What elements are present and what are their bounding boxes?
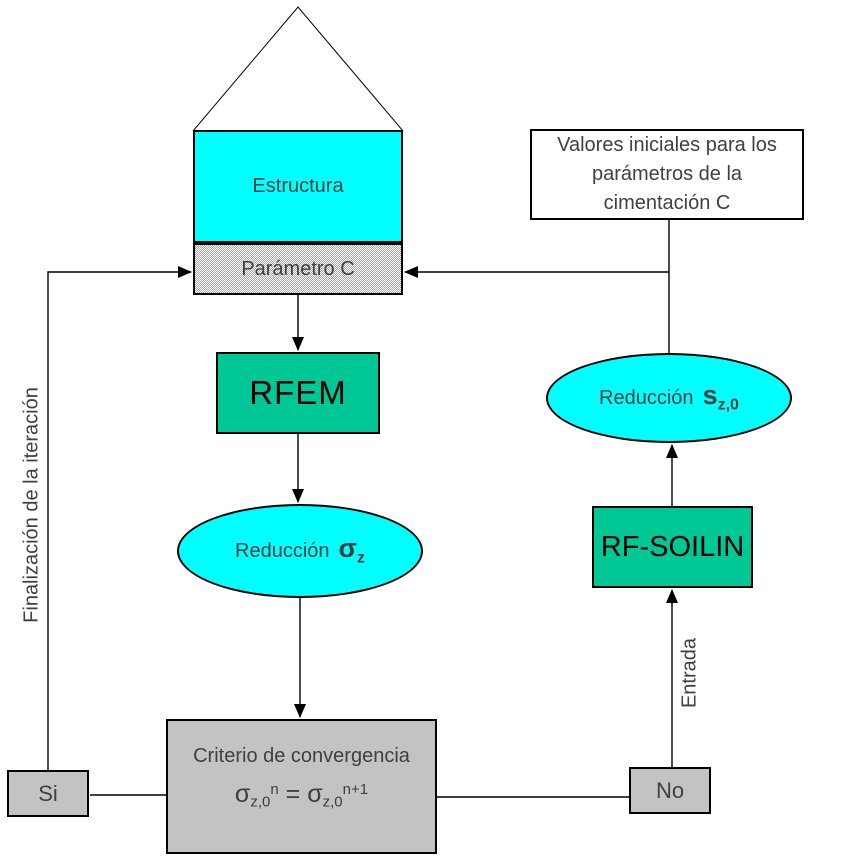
sigma-glyph: σ xyxy=(338,533,357,564)
formula-sub-left: z,0 xyxy=(250,793,271,811)
formula-sub-right: z,0 xyxy=(322,793,343,811)
node-criterio: Criterio de convergencia σz,0n = σz,0n+1 xyxy=(166,719,437,854)
formula-sigma-left: σ xyxy=(234,780,251,808)
formula-sup-right: n+1 xyxy=(342,780,369,798)
node-rfem-label: RFEM xyxy=(249,374,347,411)
edge-si-to-parametro xyxy=(47,266,192,770)
reduccion-s-text: Reducción xyxy=(599,386,694,409)
node-reduccion-sigma-z: Reducción σz xyxy=(177,504,423,598)
node-no: No xyxy=(629,767,711,814)
node-rf-soilin-label: RF-SOILIN xyxy=(600,530,745,563)
node-reduccion-s-z0-label: Reducción sz,0 xyxy=(599,382,739,414)
label-finalizacion-iteracion: Finalización de la iteración xyxy=(20,387,43,623)
node-valores-iniciales: Valores iniciales para los parámetros de… xyxy=(530,129,804,220)
reduccion-sigma-text: Reducción xyxy=(235,539,330,562)
node-si-label: Si xyxy=(38,780,58,806)
node-parametro-c-label: Parámetro C xyxy=(241,257,355,280)
node-reduccion-sigma-z-label: Reducción σz xyxy=(235,535,365,567)
node-criterio-title: Criterio de convergencia xyxy=(193,745,410,767)
formula-sup-left: n xyxy=(270,780,279,798)
s-subscript: z,0 xyxy=(717,396,739,414)
sigma-z-symbol: σz xyxy=(339,535,365,567)
s-z0-symbol: sz,0 xyxy=(703,382,739,414)
node-rfem: RFEM xyxy=(216,352,380,434)
valores-line-1: Valores iniciales para los xyxy=(557,134,777,156)
node-estructura-label: Estructura xyxy=(252,175,344,197)
convergence-formula: σz,0n = σz,0n+1 xyxy=(235,780,368,811)
node-no-label: No xyxy=(655,777,685,803)
label-entrada: Entrada xyxy=(678,637,701,709)
sigma-subscript: z xyxy=(357,549,365,567)
valores-line-2: parámetros de la xyxy=(591,163,743,185)
node-rf-soilin: RF-SOILIN xyxy=(592,506,753,588)
s-glyph: s xyxy=(702,380,718,411)
node-reduccion-s-z0: Reducción sz,0 xyxy=(546,353,792,443)
house-roof-outline xyxy=(192,6,404,132)
formula-equals: = xyxy=(285,780,301,808)
valores-line-3: cimentación C xyxy=(603,192,731,214)
node-si: Si xyxy=(7,770,89,817)
node-parametro-c: Parámetro C xyxy=(193,243,403,295)
node-estructura: Estructura xyxy=(193,130,403,243)
formula-sigma-right: σ xyxy=(307,780,323,808)
